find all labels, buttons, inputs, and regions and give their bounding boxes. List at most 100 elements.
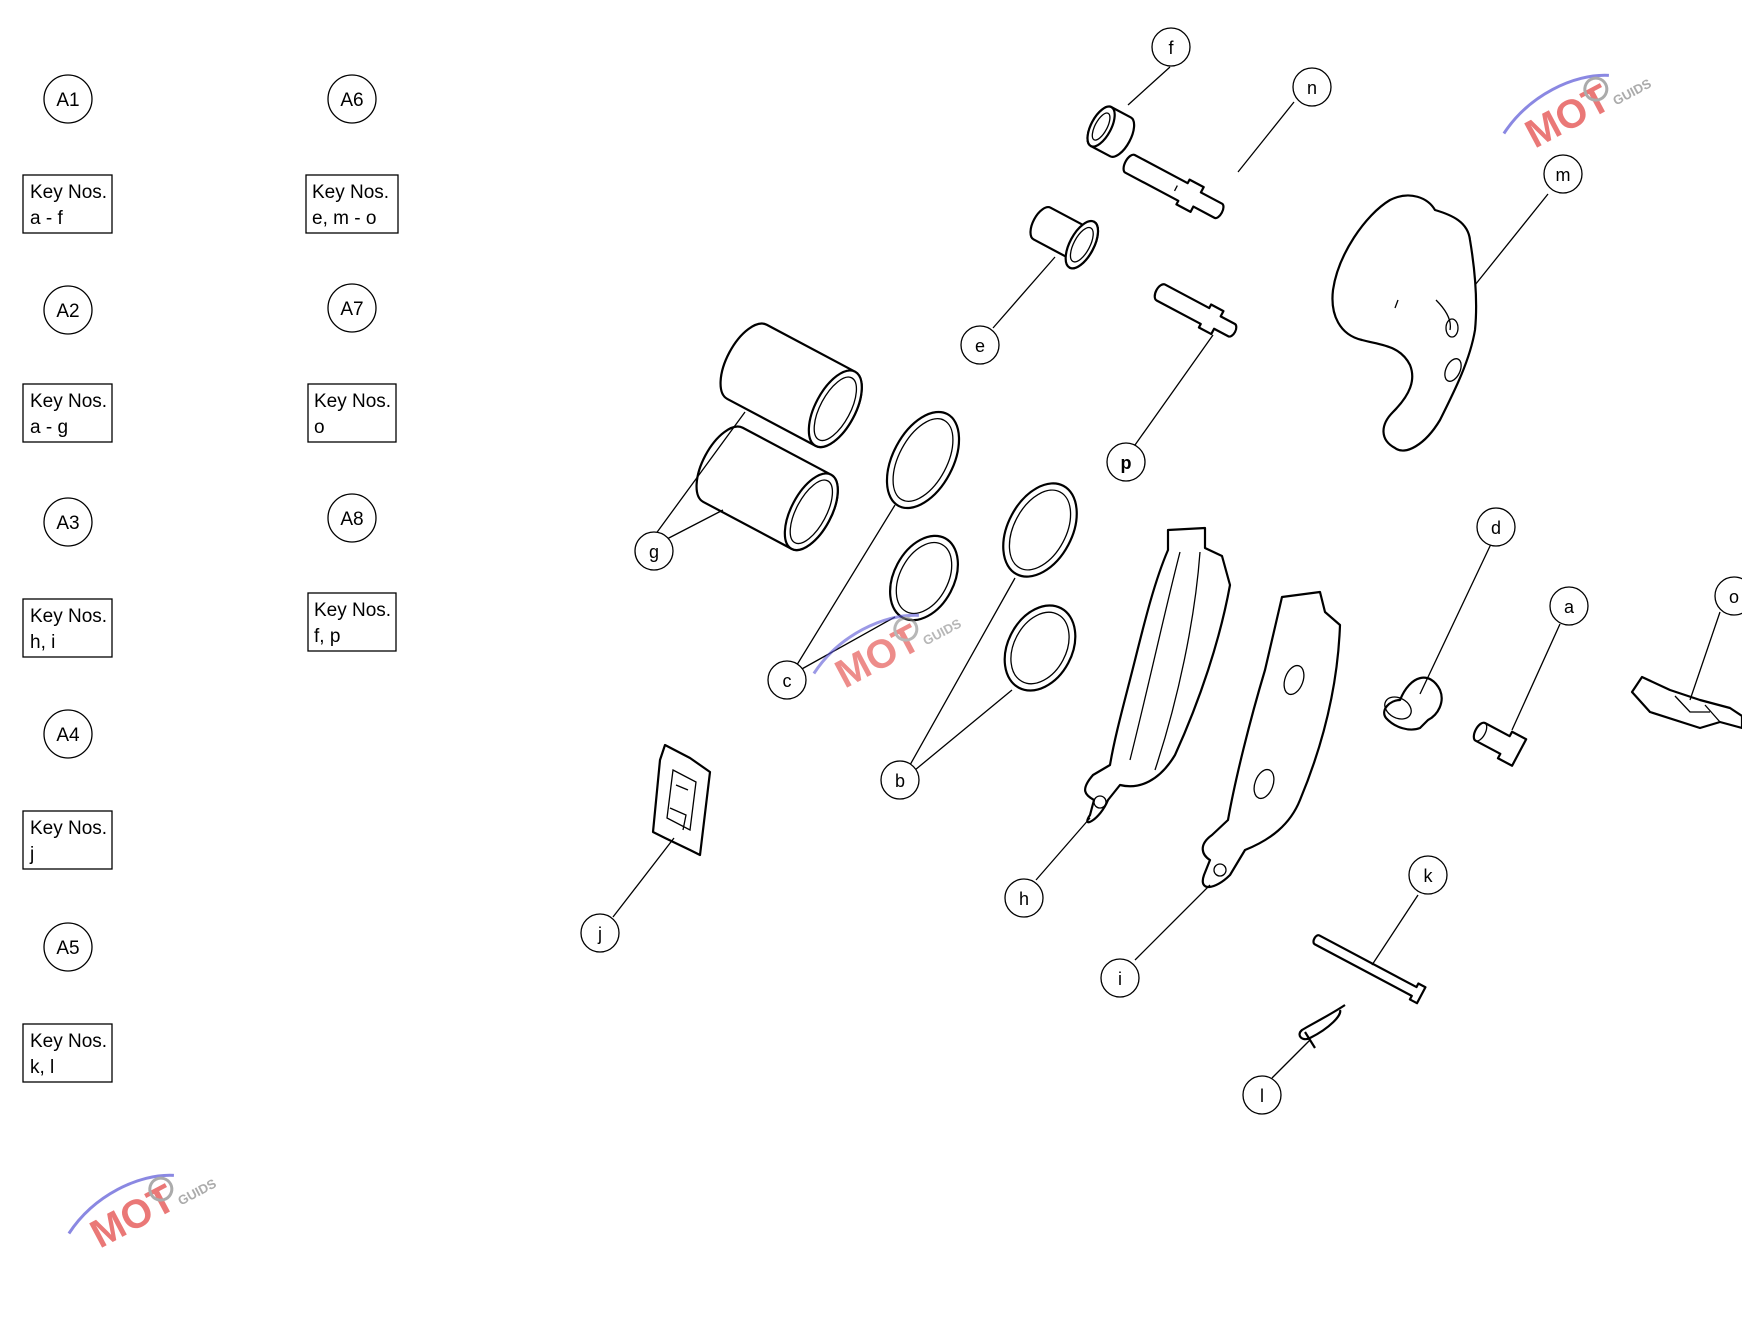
assembly-id: A3	[56, 513, 79, 534]
part-b-dust-seals	[1002, 482, 1078, 692]
leader-a	[1511, 623, 1561, 731]
leader-n	[1237, 101, 1295, 173]
part-f-cap	[1086, 105, 1136, 158]
leader-o	[1689, 611, 1721, 701]
leader-m	[1474, 193, 1549, 286]
watermark-top-right: MOT GUIDS	[1502, 73, 1654, 157]
part-e-boot	[1029, 206, 1100, 270]
callout-p: p	[1106, 442, 1146, 482]
assembly-id-circle	[327, 283, 377, 333]
key-box-title: Key Nos.	[30, 818, 107, 839]
leader-l	[1271, 1039, 1311, 1079]
watermark-gear-icon	[1583, 76, 1609, 102]
part-p-bolt	[1153, 283, 1238, 338]
key-box	[22, 383, 113, 443]
leader-i	[1134, 884, 1211, 961]
leader-k	[1371, 894, 1419, 966]
assembly-A1: A1 Key Nos. a - f	[22, 74, 113, 234]
key-box-title: Key Nos.	[30, 1031, 107, 1052]
assembly-id: A2	[56, 301, 79, 322]
assembly-A2: A2 Key Nos. a - g	[22, 285, 113, 443]
assembly-A8: A8 Key Nos. f, p	[307, 493, 397, 652]
callout-g: g	[634, 531, 674, 571]
assembly-id: A6	[340, 90, 363, 111]
svg-text:b: b	[895, 771, 905, 791]
watermark-brand: MOT	[83, 1176, 182, 1257]
part-a-bleed-screw	[1472, 721, 1528, 767]
assembly-id: A7	[340, 299, 363, 320]
watermark-brand: MOT	[1518, 76, 1617, 157]
key-box-title: Key Nos.	[312, 182, 389, 203]
leader-e	[992, 256, 1056, 329]
leader-b	[909, 577, 1016, 771]
assembly-id-circle	[327, 493, 377, 543]
assembly-A7: A7 Key Nos. o	[307, 283, 397, 443]
callout-o: o	[1714, 576, 1742, 616]
callout-b: b	[880, 760, 920, 800]
assembly-id-circle	[43, 922, 93, 972]
callout-j: j	[580, 913, 620, 953]
callout-k: k	[1408, 855, 1448, 895]
key-box-keys: j	[29, 844, 34, 865]
leader-g	[654, 411, 746, 541]
svg-text:c: c	[783, 671, 792, 691]
watermark-sub: GUIDS	[1610, 76, 1654, 109]
key-box-keys: a - g	[30, 417, 68, 438]
callout-h: h	[1004, 878, 1044, 918]
svg-text:k: k	[1424, 866, 1434, 886]
key-box-title: Key Nos.	[30, 606, 107, 627]
assembly-id: A5	[56, 938, 79, 959]
part-l-r-clip	[1298, 1004, 1346, 1049]
watermark-swoosh	[1502, 73, 1609, 135]
svg-text:i: i	[1118, 969, 1122, 989]
key-box-title: Key Nos.	[30, 182, 107, 203]
key-box	[22, 598, 113, 658]
assembly-A5: A5 Key Nos. k, l	[22, 922, 113, 1083]
watermark-gear-icon	[893, 616, 919, 642]
key-box-title: Key Nos.	[314, 391, 391, 412]
key-box-keys: f, p	[314, 626, 340, 647]
key-box	[305, 174, 399, 234]
callout-m: m	[1543, 154, 1583, 194]
callout-c: c	[767, 660, 807, 700]
assembly-A4: A4 Key Nos. j	[22, 709, 113, 870]
key-box-keys: e, m - o	[312, 208, 376, 229]
part-n-slide-pin	[1122, 153, 1225, 220]
callouts: a b c d e f g	[580, 27, 1742, 1115]
key-box	[307, 383, 397, 443]
key-box-keys: h, i	[30, 632, 55, 653]
key-box-title: Key Nos.	[30, 391, 107, 412]
leader-h	[1035, 817, 1091, 881]
key-box-keys: o	[314, 417, 325, 438]
leader-f	[1127, 66, 1171, 106]
svg-text:l: l	[1260, 1086, 1264, 1106]
part-j-pad-spring	[651, 743, 712, 857]
part-h-brake-pad	[1084, 526, 1232, 824]
assembly-id: A1	[56, 90, 79, 111]
key-box-title: Key Nos.	[314, 600, 391, 621]
part-k-pad-pin	[1312, 934, 1427, 1005]
watermark-bottom-left: MOT GUIDS	[67, 1173, 219, 1257]
svg-text:n: n	[1307, 78, 1317, 98]
key-box	[22, 1023, 113, 1083]
callout-a: a	[1549, 586, 1589, 626]
part-c-seals	[885, 410, 961, 622]
assembly-id-circle	[43, 74, 93, 124]
watermark-sub: GUIDS	[920, 616, 964, 649]
assembly-id-circle	[327, 74, 377, 124]
watermark-gear-icon	[148, 1176, 174, 1202]
leader-d	[1419, 543, 1492, 695]
svg-text:m: m	[1556, 165, 1571, 185]
key-box	[307, 592, 397, 652]
watermark-brand: MOT	[828, 616, 927, 697]
assembly-id-circle	[43, 497, 93, 547]
leader-j	[612, 837, 675, 918]
svg-text:f: f	[1168, 38, 1174, 58]
part-d-bleed-cap	[1383, 676, 1443, 731]
svg-text:h: h	[1019, 889, 1029, 909]
leader-p	[1134, 334, 1214, 446]
part-i-brake-pad-backing	[1201, 590, 1342, 889]
part-g-pistons	[695, 322, 863, 552]
assembly-legend: A1 Key Nos. a - f A2 Key Nos. a - g A3 K…	[22, 74, 399, 1083]
